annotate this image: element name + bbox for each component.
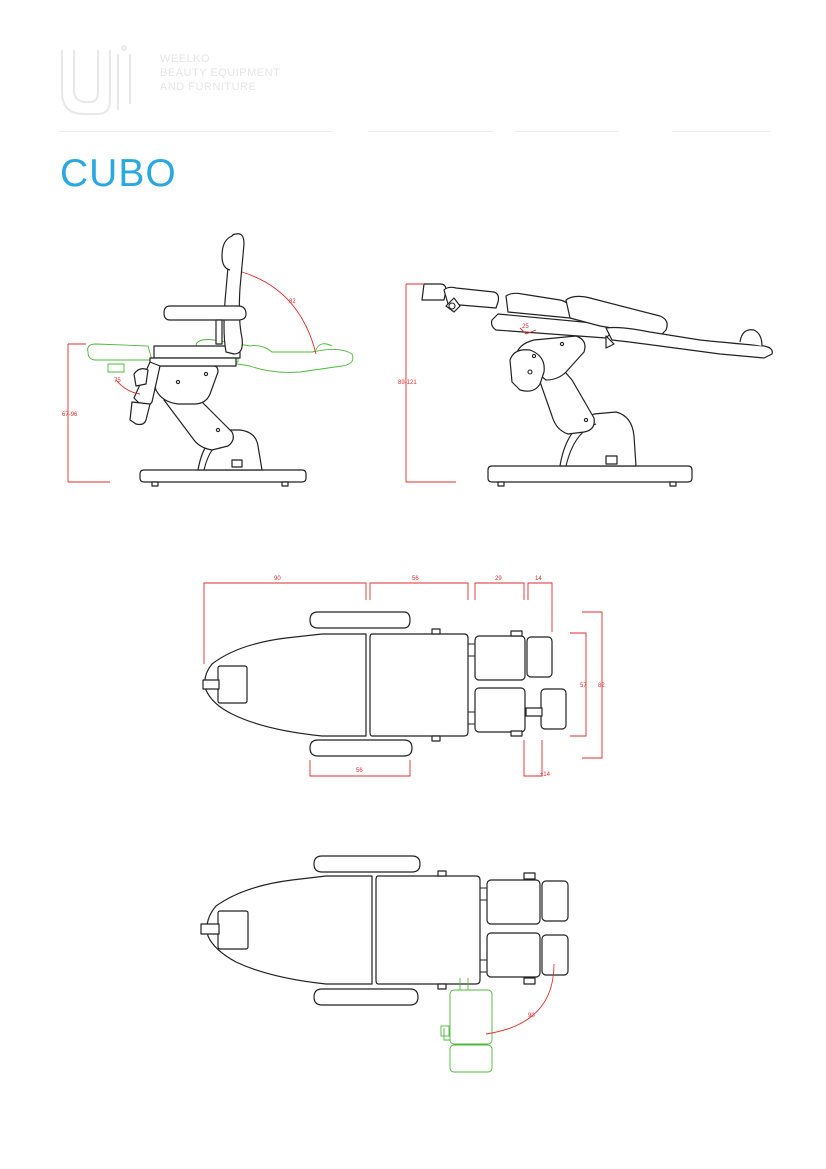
backrest bbox=[565, 295, 668, 337]
foot-rest-right bbox=[541, 934, 569, 976]
leg-rest-right bbox=[486, 932, 541, 978]
top-view-rotation: 90 bbox=[200, 855, 569, 1073]
width-label: 29 bbox=[495, 576, 502, 582]
brand-line: AND FURNITURE bbox=[160, 81, 257, 93]
footrest-gap-label: ±14 bbox=[540, 772, 551, 778]
leg-rest-left bbox=[474, 635, 526, 681]
brand-line: BEAUTY EQUIPMENT bbox=[160, 67, 281, 79]
armrest bbox=[163, 305, 247, 321]
footrest-angle-label: 75 bbox=[114, 378, 121, 384]
product-title: CUBO bbox=[60, 152, 177, 195]
base-plate bbox=[139, 469, 307, 483]
foot-rest-left bbox=[526, 636, 553, 678]
foot-rest-right bbox=[540, 688, 567, 730]
top-view-dimensions: 90 56 29 14 56 57 82 ±14 bbox=[202, 576, 605, 778]
seat-top bbox=[375, 875, 481, 985]
rotated-leg-rest bbox=[440, 978, 493, 1073]
leg-rest-left bbox=[486, 879, 541, 925]
armrest-length-label: 56 bbox=[356, 768, 363, 774]
armrest-top bbox=[309, 611, 411, 629]
backrest-top bbox=[204, 633, 367, 737]
armrest-top bbox=[313, 855, 421, 873]
width-label: 90 bbox=[274, 576, 281, 582]
brand-line: WEELKO bbox=[160, 53, 211, 65]
footrest-width-label: 57 bbox=[580, 683, 587, 689]
foot-rest-left bbox=[541, 880, 569, 922]
base-plate bbox=[487, 465, 693, 483]
height-range-label: 89-121 bbox=[398, 380, 417, 386]
headrest bbox=[217, 910, 249, 950]
armrest-bottom bbox=[309, 739, 413, 757]
leg-rest-right bbox=[474, 687, 526, 733]
seat-top bbox=[369, 633, 469, 737]
tilt-angle-label: 25 bbox=[522, 324, 529, 330]
total-width-label: 82 bbox=[598, 683, 605, 689]
height-range-label: 67-96 bbox=[62, 412, 78, 418]
brand-name: WEELKO BEAUTY EQUIPMENT AND FURNITURE bbox=[160, 52, 280, 94]
width-label: 14 bbox=[535, 576, 542, 582]
armrest-bottom bbox=[313, 988, 419, 1006]
brand-logo bbox=[61, 45, 131, 115]
backrest-top bbox=[206, 875, 373, 985]
side-view-reclined: 89-121 25 bbox=[398, 283, 773, 487]
width-label: 56 bbox=[412, 576, 419, 582]
backrest-angle-label: 82 bbox=[289, 299, 296, 305]
header-divider bbox=[58, 131, 332, 132]
header-divider bbox=[368, 131, 494, 132]
rotation-angle-label: 90 bbox=[528, 1013, 535, 1019]
side-view-upright: 67-96 82 75 bbox=[62, 233, 354, 487]
header-divider bbox=[672, 131, 770, 132]
headrest bbox=[217, 665, 248, 704]
header-divider bbox=[514, 131, 618, 132]
